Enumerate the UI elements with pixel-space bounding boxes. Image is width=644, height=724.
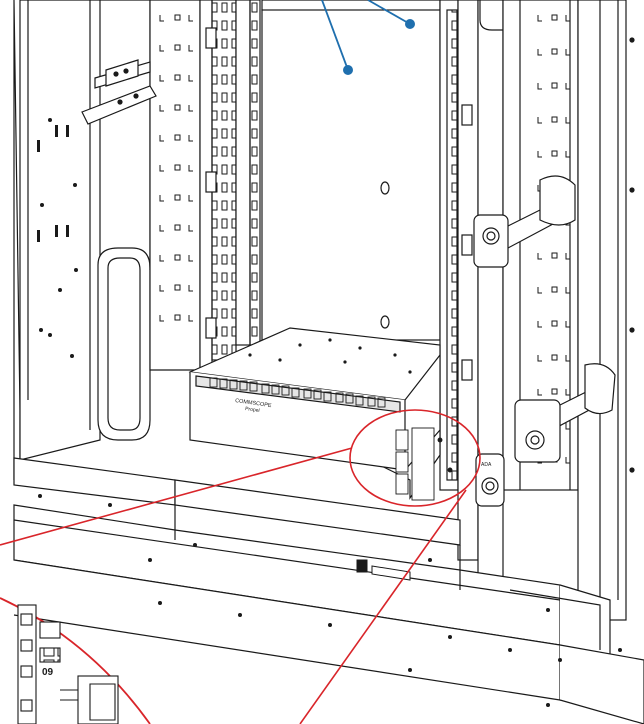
wall-slot-holes [159,14,194,322]
callout-leaders [321,0,415,75]
rail-clips [461,104,473,381]
panel-mounting-holes [37,118,78,358]
zoom-detail-inset: 09 [0,597,151,724]
panel-hole [380,315,390,329]
panel-hole [380,181,390,195]
enclosure-port-array [209,377,386,408]
bracket-text: ADA [481,462,492,468]
highlight-ports [395,427,453,501]
model-label: Propel [245,406,260,414]
brand-label: COMMSCOPE [235,398,272,409]
detail-highlight-circle [349,409,481,507]
base-screw-holes [38,494,622,707]
left-side-panel [13,0,101,481]
door-handle [97,247,151,441]
inset-port-column [17,604,119,724]
enclosure-top-holes [248,338,412,374]
right-rack-rail [439,0,479,561]
cable-guide-clip [475,453,505,507]
wall-slot-holes [537,14,571,464]
mounting-bracket [81,59,157,125]
cable-support-arm-lower [514,363,616,463]
right-side-panel [577,0,635,621]
rear-panel [261,0,441,341]
cable-entry-plate [356,559,411,581]
detail-leader-lines [0,447,467,724]
cable-support-arm-upper [473,175,576,268]
cabinet-base [13,457,644,724]
left-rack-rail [199,0,261,371]
rail-clips [205,27,217,339]
port-number: 09 [42,667,54,678]
